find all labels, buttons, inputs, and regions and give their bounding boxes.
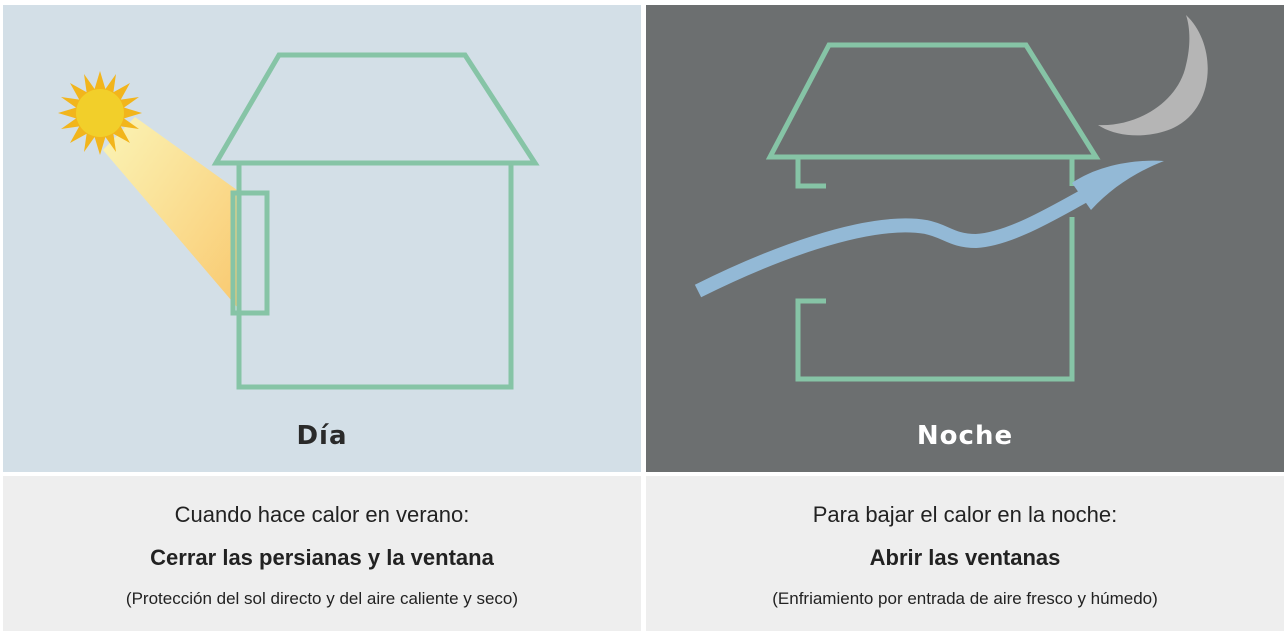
- house-body: [236, 160, 514, 390]
- house-roof: [765, 42, 1101, 160]
- open-window-top-left: [795, 157, 826, 189]
- day-caption: Cuando hace calor en verano: Cerrar las …: [3, 476, 641, 631]
- night-scene-panel: Noche: [646, 5, 1284, 472]
- day-caption-action: Cerrar las persianas y la ventana: [150, 545, 494, 570]
- closed-window: [230, 190, 270, 316]
- night-illustration: [694, 15, 1208, 382]
- sun-icon: [58, 71, 142, 155]
- night-caption-action: Abrir las ventanas: [869, 545, 1061, 570]
- night-label: Noche: [916, 421, 1014, 451]
- night-caption-intro: Para bajar el calor en la noche:: [812, 502, 1118, 527]
- sunlight-beam: [103, 117, 237, 307]
- day-caption-note: (Protección del sol directo y del aire c…: [125, 589, 519, 608]
- day-caption-intro: Cuando hace calor en verano:: [174, 502, 470, 527]
- day-illustration: [58, 52, 540, 390]
- day-label: Día: [296, 421, 348, 451]
- house-roof: [211, 52, 540, 166]
- open-window-bottom-left: [795, 217, 1075, 382]
- moon-icon: [1098, 15, 1208, 136]
- airflow-arrow-icon: [694, 160, 1164, 298]
- night-caption-note: (Enfriamiento por entrada de aire fresco…: [772, 589, 1158, 608]
- house-icon: [211, 52, 540, 390]
- house-icon: [765, 42, 1101, 382]
- day-scene-panel: Día: [3, 5, 641, 472]
- night-caption: Para bajar el calor en la noche: Abrir l…: [646, 476, 1284, 631]
